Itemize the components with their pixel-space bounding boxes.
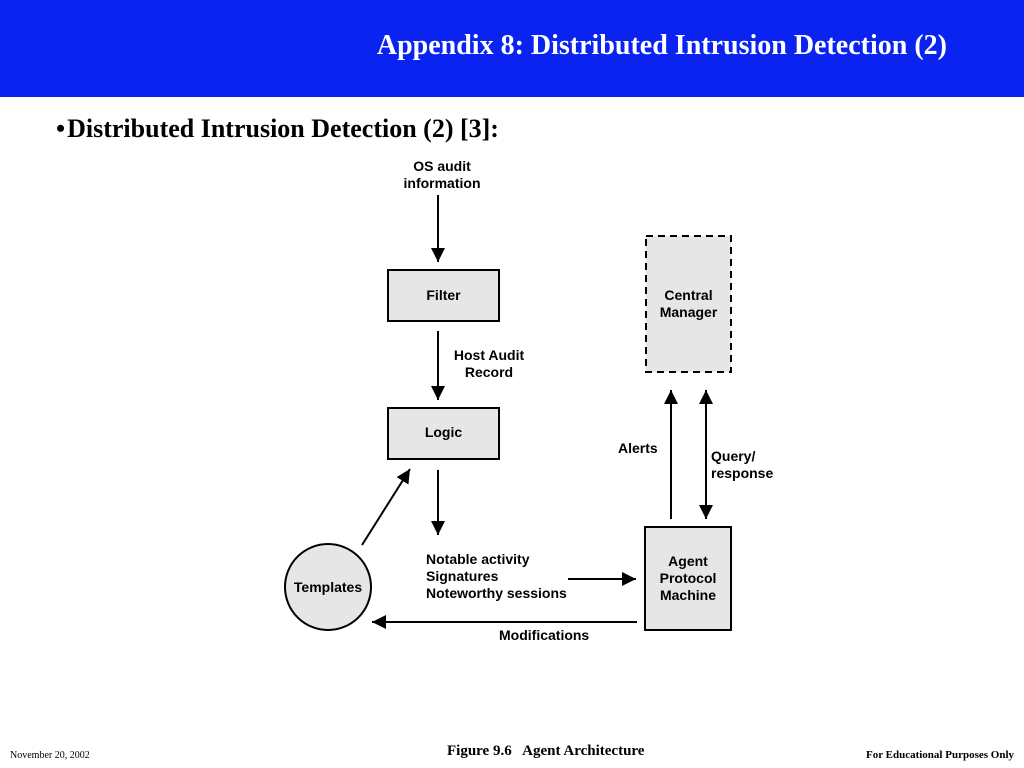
alerts-text: Alerts xyxy=(618,440,658,456)
templates-circle xyxy=(284,543,372,631)
agent-line-2: Protocol xyxy=(659,570,717,586)
agent-line-1: Agent xyxy=(668,553,708,569)
slide-title: Appendix 8: Distributed Intrusion Detect… xyxy=(376,30,947,61)
central-manager-line-2: Manager xyxy=(659,304,718,320)
os-audit-line-1: OS audit xyxy=(413,158,471,174)
host-audit-record-label: Host Audit Record xyxy=(444,347,534,381)
agent-protocol-machine-label: Agent Protocol Machine xyxy=(645,553,731,604)
host-audit-line-2: Record xyxy=(464,364,514,380)
logic-text: Logic xyxy=(424,424,463,440)
modifications-text: Modifications xyxy=(499,627,590,643)
notable-line-2: Signatures xyxy=(426,568,499,584)
os-audit-line-2: information xyxy=(403,175,481,191)
bullet-text: Distributed Intrusion Detection (2) [3]: xyxy=(67,114,499,143)
templates-label: Templates xyxy=(285,579,371,596)
central-manager-box xyxy=(645,235,732,373)
query-line-2: response xyxy=(711,465,774,481)
figure-caption: Figure 9.6 Agent Architecture xyxy=(447,743,645,759)
os-audit-label: OS audit information xyxy=(392,158,492,192)
query-response-label: Query/ response xyxy=(711,448,773,482)
filter-box xyxy=(387,269,500,322)
query-line-1: Query/ xyxy=(711,448,756,464)
logic-box xyxy=(387,407,500,460)
filter-text: Filter xyxy=(426,287,461,303)
central-manager-line-1: Central xyxy=(664,287,713,303)
notable-line-3: Noteworthy sessions xyxy=(426,585,567,601)
footer-date: November 20, 2002 xyxy=(10,750,90,761)
modifications-label: Modifications xyxy=(499,627,589,644)
filter-label: Filter xyxy=(388,287,499,304)
logic-label: Logic xyxy=(388,424,499,441)
notable-line-1: Notable activity xyxy=(426,551,530,567)
alerts-label: Alerts xyxy=(618,440,658,457)
bullet-symbol: • xyxy=(56,114,66,143)
agent-line-3: Machine xyxy=(659,587,716,603)
central-manager-label: Central Manager xyxy=(646,287,731,321)
notable-activity-label: Notable activity Signatures Noteworthy s… xyxy=(426,551,567,602)
arrow-templates-to-logic xyxy=(361,468,411,546)
footer-note: For Educational Purposes Only xyxy=(865,749,1014,761)
bullet-point: •Distributed Intrusion Detection (2) [3]… xyxy=(56,114,499,144)
templates-text: Templates xyxy=(293,579,363,595)
slide-header: Appendix 8: Distributed Intrusion Detect… xyxy=(0,0,1024,97)
host-audit-line-1: Host Audit xyxy=(453,347,525,363)
agent-protocol-machine-box xyxy=(644,526,732,631)
